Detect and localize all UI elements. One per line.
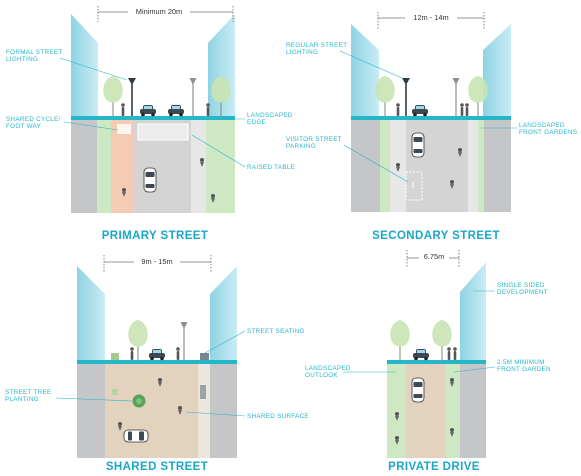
tree-icon <box>389 319 411 361</box>
panel-title: PRIMARY STREET <box>102 230 209 242</box>
landscaped-outlook-strip <box>387 364 406 458</box>
right-building <box>460 262 486 362</box>
cycle-footway <box>111 120 133 213</box>
street-seating-label: STREET SEATING <box>247 328 305 335</box>
drive-surface <box>406 364 446 458</box>
edge-strip <box>198 364 210 458</box>
leader-line <box>191 134 246 168</box>
cycle-way-label: SHARED CYCLE/ FOOT WAY <box>6 116 63 130</box>
street-lamp-icon <box>451 77 461 117</box>
front-gardens-label: LANDSCAPED FRONT GARDENS <box>519 122 577 136</box>
front-garden-strip <box>446 364 460 458</box>
section-line <box>351 116 511 120</box>
street-lamp-icon <box>127 77 137 117</box>
building-plot <box>460 364 486 458</box>
dimension-label-bg <box>134 256 180 266</box>
footpath-right <box>468 120 478 212</box>
panel-title: SECONDARY STREET <box>372 230 500 242</box>
lighting-label: REGULAR STREET LIGHTING <box>286 42 349 56</box>
street-lamp-icon <box>401 77 411 117</box>
secondary-street-panel: 12m - 14m REGULAR STREET LIGHTING VISITO… <box>286 12 577 242</box>
leader-line <box>204 330 246 354</box>
car-icon <box>140 105 156 117</box>
car-icon <box>413 349 429 361</box>
seating-bench <box>200 385 206 399</box>
width-label: Minimum 20m <box>136 7 182 16</box>
width-label: 6.75m <box>424 252 445 261</box>
leader-line <box>55 397 133 402</box>
section-line <box>387 360 486 364</box>
left-building <box>77 266 105 362</box>
leader-line <box>343 144 409 183</box>
lighting-label: FORMAL STREET LIGHTING <box>6 49 64 63</box>
width-label: 9m - 15m <box>141 257 172 266</box>
section-line <box>71 116 235 120</box>
right-building <box>210 266 237 362</box>
leader-line <box>59 57 128 81</box>
leader-line <box>453 366 496 373</box>
landscaped-outlook-label: LANDSCAPED OUTLOOK <box>305 365 353 379</box>
dimension-label-bg <box>419 252 449 262</box>
landscaped-edge-label: LANDSCAPED EDGE <box>247 112 295 126</box>
person-icon <box>396 103 400 116</box>
landscaped-edge-strip <box>206 120 235 213</box>
footpath-right <box>191 120 206 213</box>
leader-line <box>185 411 246 417</box>
visitor-parking-bay <box>405 171 423 201</box>
car-plan <box>411 377 425 403</box>
shared-street-panel: 9m - 15m STREET SEATING STREET TREE PLAN… <box>5 255 309 473</box>
shared-surface-label: SHARED SURFACE <box>247 413 309 420</box>
raised-table-label: RAISED TABLE <box>247 164 295 171</box>
raised-table <box>137 123 189 141</box>
car-plan <box>143 167 157 193</box>
width-label: 12m - 14m <box>413 13 448 22</box>
car-icon <box>412 105 428 117</box>
person-icon <box>460 103 464 116</box>
person-icon <box>130 347 134 360</box>
person-icon <box>447 347 451 360</box>
cycle-marker <box>117 124 131 134</box>
person-icon <box>121 103 125 116</box>
person-icon <box>465 103 469 116</box>
shared-surface <box>105 364 210 458</box>
person-icon <box>176 347 180 360</box>
leader-line <box>63 121 119 131</box>
bench-icon <box>200 353 209 360</box>
single-sided-label: SINGLE SIDED DEVELOPMENT <box>497 282 548 296</box>
verge-left <box>97 120 111 213</box>
car-icon <box>168 105 184 117</box>
section-line <box>77 360 237 364</box>
right-building <box>483 24 511 118</box>
street-lamp-icon <box>179 321 189 361</box>
left-building <box>351 24 379 118</box>
garden-right <box>478 120 484 212</box>
garden-left <box>380 120 390 212</box>
dimension-label-bg <box>405 12 457 22</box>
car-icon <box>149 349 165 361</box>
primary-street-panel: Minimum 20m FORMAL STREET LIGHTING SHARE… <box>6 6 295 242</box>
private-drive-panel: 6.75m SINGLE SIDED DEVELOPMENT LANDSCAPE… <box>305 250 551 473</box>
person-icon <box>453 347 457 360</box>
panel-title: PRIVATE DRIVE <box>388 461 480 473</box>
planter-icon <box>111 353 119 360</box>
leader-line <box>339 50 403 79</box>
tree-icon <box>102 75 124 117</box>
front-garden-label: 2.5M MINIMUM FRONT GARDEN <box>497 359 551 373</box>
dimension-label-bg <box>128 6 190 16</box>
street-lamp-icon <box>188 77 198 117</box>
person-icon <box>206 103 210 116</box>
car-plan <box>411 132 425 158</box>
panel-title: SHARED STREET <box>106 461 208 473</box>
tree-canopy-core <box>136 398 142 404</box>
car-plan <box>123 429 149 443</box>
visitor-parking-label: VISITOR STREET PARKING <box>286 136 344 150</box>
planter <box>112 389 118 395</box>
street-tree-label: STREET TREE PLANTING <box>5 389 54 403</box>
